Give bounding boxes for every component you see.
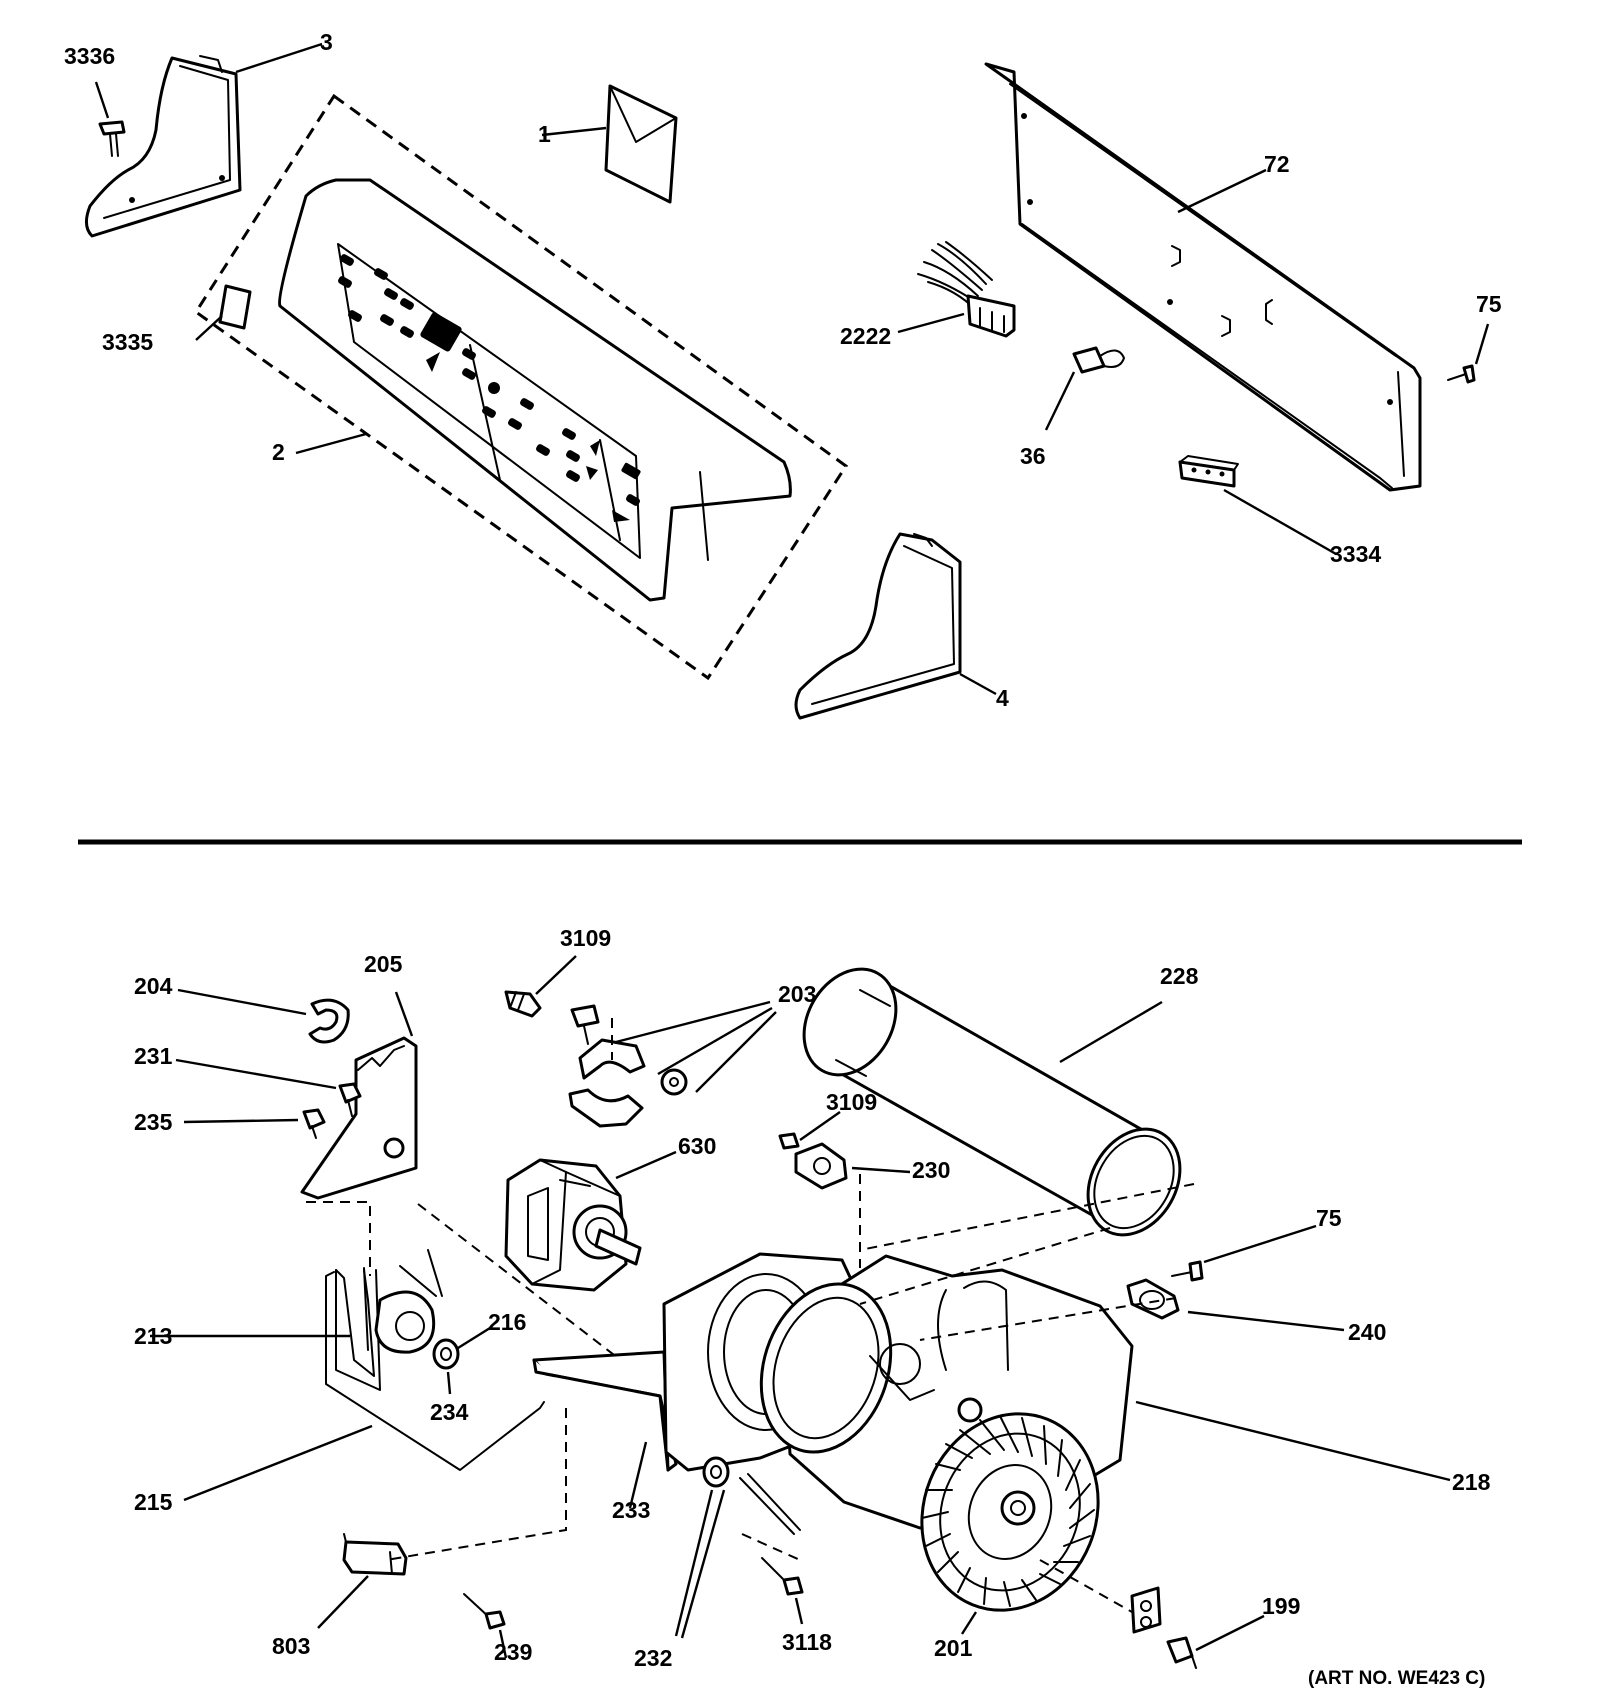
callout-235: 235 <box>134 1109 173 1135</box>
envelope-1 <box>541 84 678 204</box>
control-panel-kit-outline <box>193 93 849 681</box>
callout-240: 240 <box>1348 1319 1386 1345</box>
callout-1: 1 <box>538 121 551 147</box>
screw-231 <box>175 1058 362 1117</box>
control-panel-2 <box>278 178 792 602</box>
thermistor-230 <box>794 1142 911 1190</box>
callout-36: 36 <box>1020 443 1046 469</box>
callout-3109-upper: 3109 <box>560 925 611 951</box>
switch-803 <box>317 1533 408 1629</box>
screw-75-top <box>1447 323 1490 384</box>
callout-3334: 3334 <box>1330 541 1381 567</box>
callout-75-bottom: 75 <box>1316 1205 1342 1231</box>
callout-228: 228 <box>1160 963 1199 989</box>
bearing-clamp-203 <box>568 1000 777 1128</box>
clip-204 <box>177 988 350 1044</box>
screw-239 <box>463 1593 508 1659</box>
back-panel-72 <box>984 62 1422 492</box>
callout-3336: 3336 <box>64 43 115 69</box>
callout-4: 4 <box>996 685 1009 711</box>
idler-pulley-216-234 <box>432 1326 491 1395</box>
end-cap-left-3 <box>85 42 323 238</box>
callout-3: 3 <box>320 29 333 55</box>
callout-75-top: 75 <box>1476 291 1502 317</box>
end-cap-right-4 <box>794 532 997 720</box>
callout-2: 2 <box>272 439 285 465</box>
thermostat-240 <box>1126 1278 1345 1332</box>
callout-218: 218 <box>1452 1469 1491 1495</box>
exhaust-duct-228 <box>802 967 1182 1237</box>
callout-labels: 3336 3 1 72 3335 2222 75 2 36 3334 4 310… <box>64 29 1502 1689</box>
callout-201: 201 <box>934 1635 973 1661</box>
callout-232: 232 <box>634 1645 672 1671</box>
callout-803: 803 <box>272 1633 310 1659</box>
drive-motor-630 <box>504 1150 677 1292</box>
bolt-199 <box>1130 1586 1265 1669</box>
callout-234: 234 <box>430 1399 469 1425</box>
screw-75-bottom <box>1171 1224 1317 1282</box>
callout-3109-lower: 3109 <box>826 1089 877 1115</box>
callout-239: 239 <box>494 1639 532 1665</box>
callout-2222: 2222 <box>840 323 891 349</box>
assembly-guide-lines <box>306 1018 1195 1613</box>
art-number: (ART NO. WE423 C) <box>1308 1668 1485 1689</box>
screw-3109-upper <box>504 955 577 1018</box>
callout-199: 199 <box>1262 1593 1300 1619</box>
callout-233: 233 <box>612 1497 650 1523</box>
callout-630: 630 <box>678 1133 716 1159</box>
callout-203: 203 <box>778 981 816 1007</box>
button-3335 <box>195 284 252 341</box>
terminal-block-3334 <box>1178 455 1337 556</box>
callout-72: 72 <box>1264 151 1290 177</box>
bracket-205 <box>300 991 418 1200</box>
washers-232 <box>674 1456 801 1639</box>
screw-3109-lower <box>778 1111 841 1150</box>
blower-wheel-201 <box>920 1412 1100 1635</box>
callout-215: 215 <box>134 1489 173 1515</box>
base-215 <box>183 1271 545 1502</box>
screw-3118 <box>761 1557 804 1625</box>
screw-3336 <box>94 81 126 157</box>
idler-arm-213 <box>150 1249 443 1391</box>
callout-230: 230 <box>912 1157 950 1183</box>
callout-213: 213 <box>134 1323 172 1349</box>
callout-3118: 3118 <box>782 1629 832 1655</box>
screw-235 <box>183 1108 326 1139</box>
callout-205: 205 <box>364 951 403 977</box>
connector-36 <box>1044 346 1125 431</box>
callout-216: 216 <box>488 1309 526 1335</box>
callout-3335: 3335 <box>102 329 153 355</box>
wire-harness-2222 <box>897 241 1016 338</box>
callout-204: 204 <box>134 973 173 999</box>
callout-231: 231 <box>134 1043 173 1069</box>
